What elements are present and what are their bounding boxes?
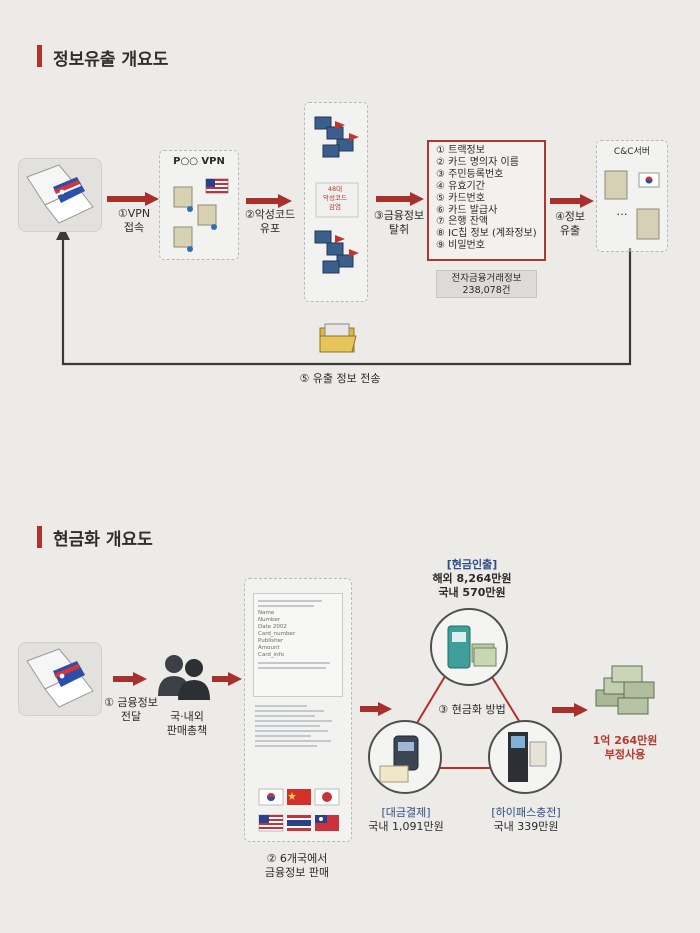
step4-label: ④정보 유출 [554,210,586,237]
cashout-cycle-triangle [388,636,550,769]
flag-china-icon [287,789,311,805]
arrow-step1 [107,192,159,206]
stolen-item: ④ 유효기간 [436,180,485,192]
malware-box [304,102,368,302]
folder-icon [319,323,357,353]
flag-korea-icon [258,788,284,806]
malware-center-label: 48대 악성코드 감염 [323,185,347,211]
stolen-item: ③ 주민등록번호 [436,168,504,180]
stolen-item: ⑧ IC칩 정보 (계좌정보) [436,228,537,240]
arrow-s2-step3 [360,702,392,716]
server-ellipsis: … [616,205,628,218]
s2-step1-label: ① 금융정보 전달 [104,696,158,723]
payment-label: [대금결제] 국내 1,091만원 [368,806,444,833]
feedback-line [56,226,632,366]
cnc-server-box: C&C서버 [596,140,668,252]
card-data-box: Name Number Date 2002 Card_number Publis… [244,578,352,842]
atm-icon [447,625,497,669]
flag-thailand-icon [287,815,311,831]
arrow-step2 [246,194,292,208]
s2-step2-label: ② 6개국에서 금융정보 판매 [264,852,330,879]
hipass-label: [하이패스충전] 국내 339만원 [491,806,561,833]
stolen-item: ⑤ 카드번호 [436,192,485,204]
vpn-box: P○○ VPN [159,150,239,260]
sellers-label: 국·내외 판매총책 [166,710,208,737]
card-reader-icon [379,735,419,783]
card-data-sheet-2 [255,705,341,779]
step2-label: ②악성코드 유포 [244,208,296,235]
stolen-info-box: ① 트랙정보 ② 카드 명의자 이름 ③ 주민등록번호 ④ 유효기간 ⑤ 카드번… [427,140,546,261]
step3-label: ③금융정보 탈취 [373,209,425,236]
hacker-laptop-1 [18,158,102,232]
arrow-s2-step2 [212,672,242,686]
section1-title: 정보유출 개요도 [53,50,169,70]
arrow-step4 [550,194,594,208]
stolen-item: ② 카드 명의자 이름 [436,156,519,168]
sellers-icon [158,655,210,700]
section2-title-bar [37,526,42,548]
arrow-s2-step1 [113,672,147,686]
card-data-sheet: Name Number Date 2002 Card_number Publis… [253,593,343,697]
flag-taiwan-icon [315,815,339,831]
stolen-item: ⑨ 비밀번호 [436,240,485,252]
stolen-item: ⑦ 은행 잔액 [436,216,489,228]
step5-label: ⑤ 유출 정보 전송 [299,372,381,385]
country-flags [258,788,340,832]
arrow-step3 [376,192,424,206]
vpn-label: P○○ VPN [173,156,225,167]
stolen-item: ① 트랙정보 [436,145,485,156]
flag-japan-icon [314,788,340,806]
server-icon [604,170,660,240]
laptop-icon [26,648,94,708]
summary-box: 전자금융거래정보 238,078건 [436,270,537,298]
infected-pcs-icon [314,116,359,274]
hipass-circle [488,720,562,794]
section1-title-bar [37,45,42,67]
cash-withdraw-label: [현금인출] 해외 8,264만원 국내 570만원 [432,558,512,599]
flag-usa-icon [258,814,284,832]
stolen-item: ⑥ 카드 발급사 [436,204,498,216]
total-fraud-label: 1억 264만원 부정사용 [592,734,658,761]
section2-title: 현금화 개요도 [53,530,153,550]
money-stack-icon [595,665,655,715]
hacker-laptop-2 [18,642,102,716]
method-label: ③ 현금화 방법 [438,703,506,716]
vpn-servers-icon [173,178,229,252]
laptop-icon [26,164,94,224]
hipass-kiosk-icon [508,732,547,782]
payment-circle [368,720,442,794]
atm-circle [430,608,508,686]
step1-label: ①VPN 접속 [117,207,151,234]
cnc-server-label: C&C서버 [613,147,651,157]
arrow-s2-step4 [552,703,588,717]
